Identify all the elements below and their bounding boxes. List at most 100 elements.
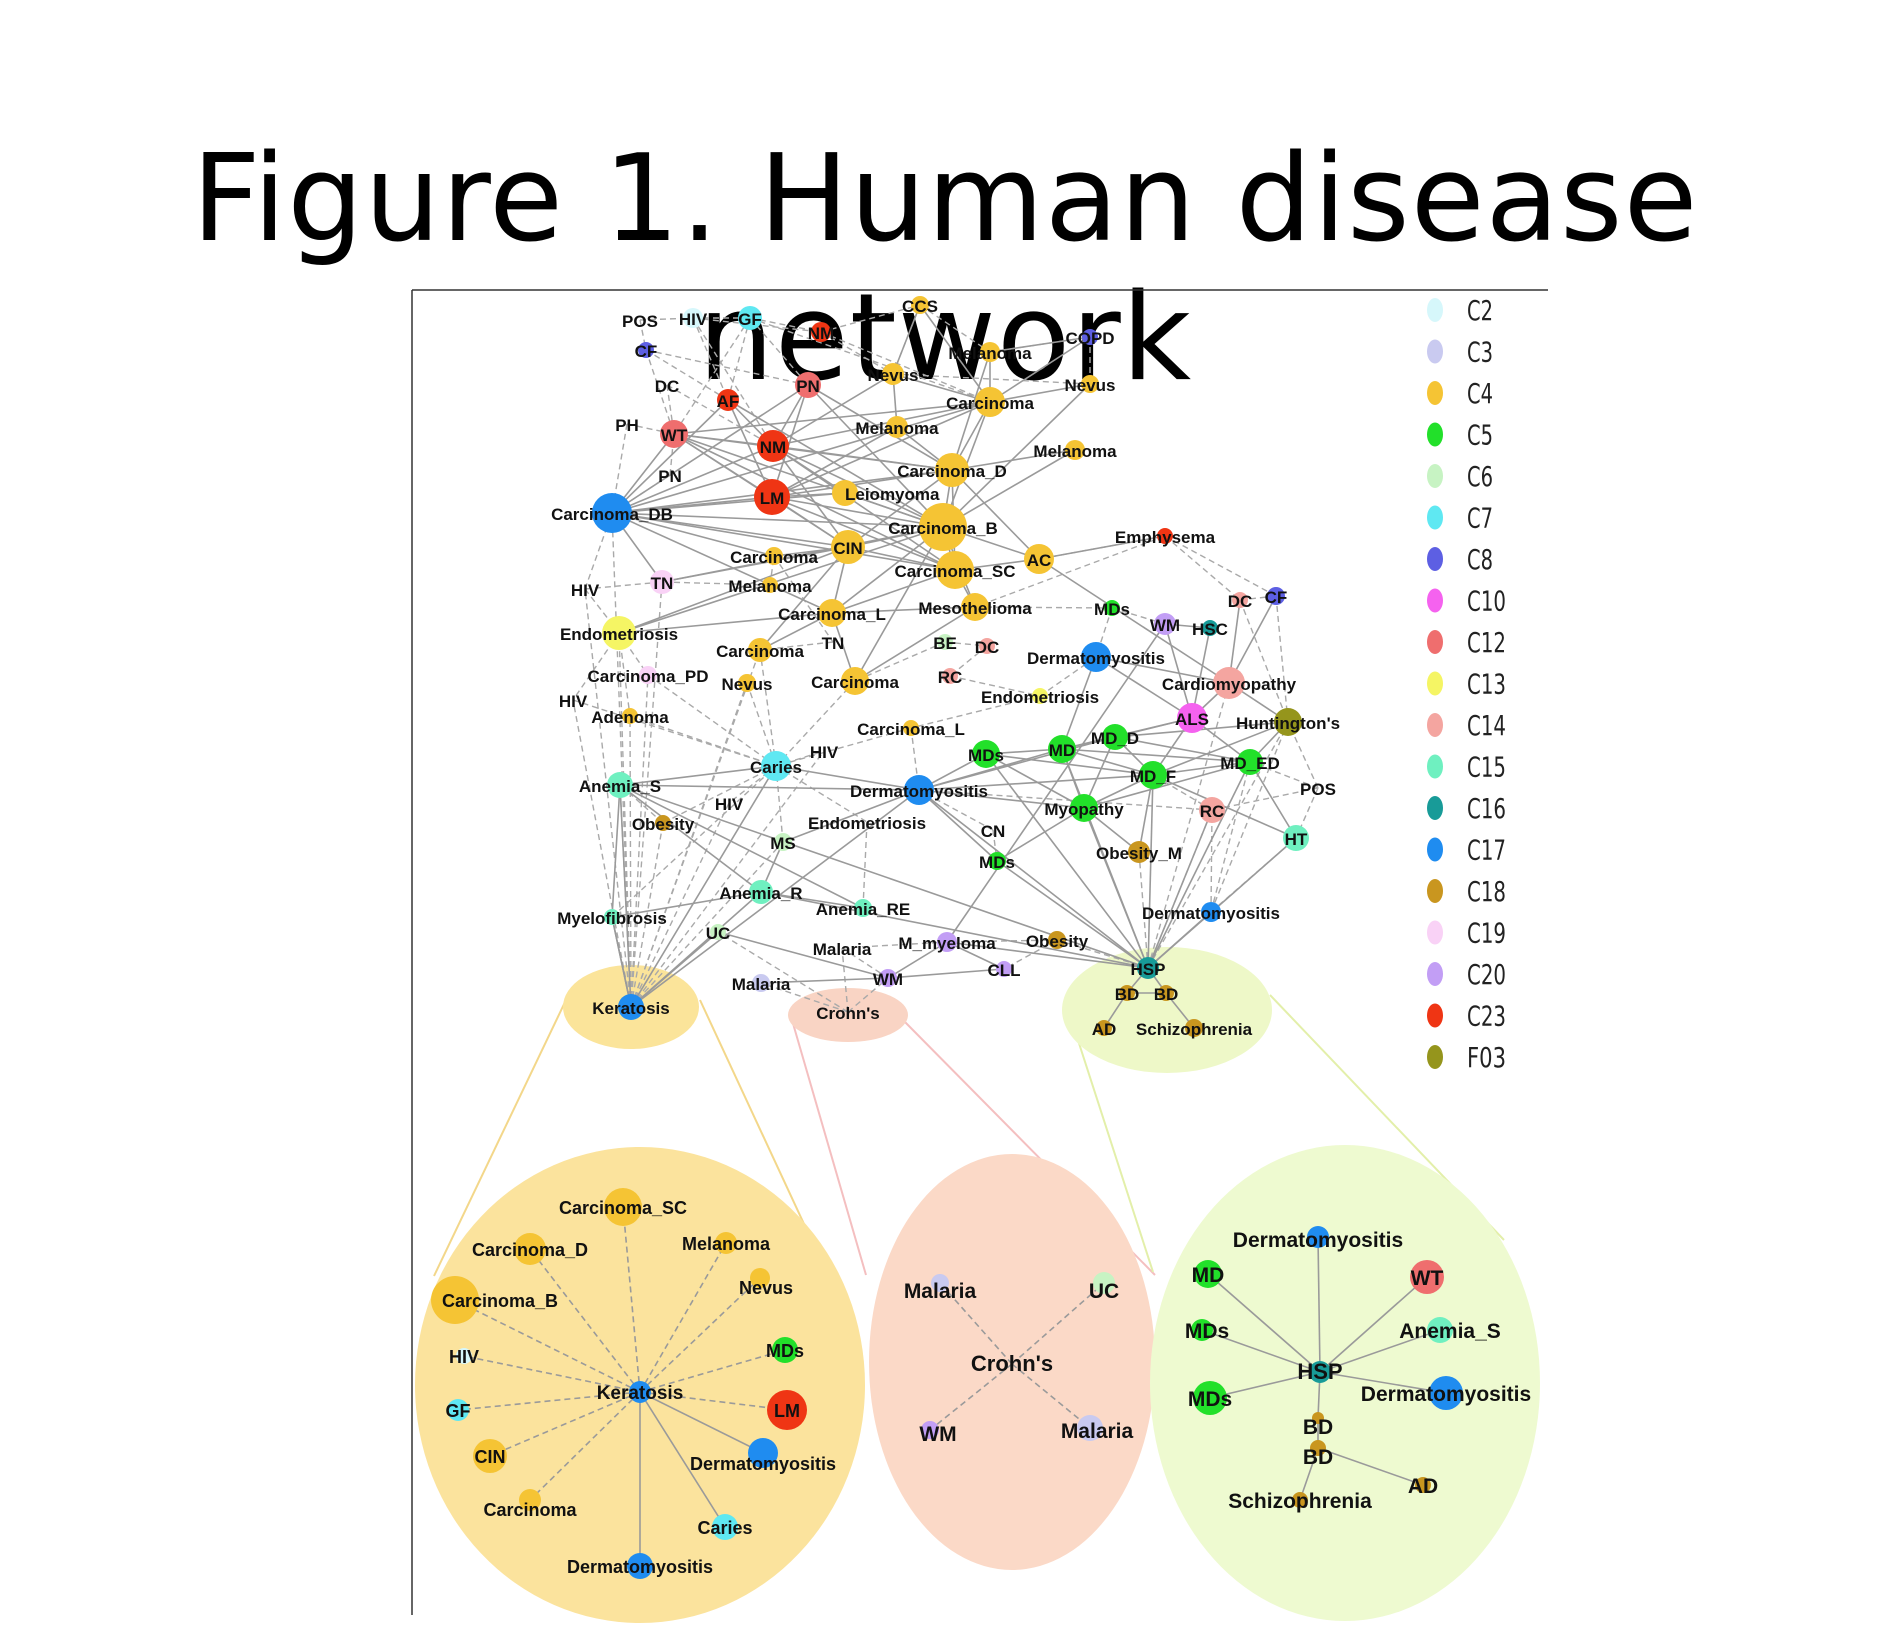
inset-node-dermatomyositis: Dermatomyositis — [1361, 1376, 1531, 1410]
legend-label: C13 — [1467, 668, 1506, 701]
inset-node-mds: MDs — [1188, 1381, 1232, 1415]
node-hsc: HSC — [1192, 620, 1228, 639]
node-crohn-s: Crohn's — [816, 1004, 880, 1023]
dashed-edge — [974, 606, 1113, 609]
node-pn: PN — [658, 467, 682, 486]
inset-node-marker — [1194, 1260, 1222, 1288]
node-label: Cardiomyopathy — [1162, 675, 1297, 694]
node-label: M_myeloma — [898, 934, 996, 953]
dashed-edge — [630, 649, 761, 1008]
solid-edge — [619, 784, 920, 791]
legend-swatch — [1427, 837, 1443, 862]
dashed-edge — [749, 317, 809, 386]
legend-item-c4: C4 — [1427, 377, 1493, 410]
node-af: AF — [717, 389, 739, 411]
dashed-edge — [919, 304, 991, 353]
node-cin: CIN — [831, 530, 865, 564]
node-marker — [1096, 1020, 1112, 1036]
node-anemia-r: Anemia_R — [719, 880, 803, 904]
node-marker — [1158, 985, 1174, 1001]
legend-label: C14 — [1467, 709, 1506, 742]
solid-edge — [611, 512, 944, 528]
node-carcinoma: Carcinoma — [716, 638, 804, 662]
dashed-edge — [820, 304, 921, 333]
node-label: Anemia_R — [719, 884, 802, 903]
node-label: Obesity_M — [1096, 844, 1182, 863]
inset-node-label: MD — [1192, 1264, 1225, 1287]
node-label: Dermatomyositis — [1027, 649, 1165, 668]
solid-edge — [942, 383, 1091, 528]
node-label: AC — [1027, 551, 1052, 570]
node-marker — [592, 493, 632, 533]
dashed-edge — [974, 535, 1166, 608]
node-label: Endometriosis — [560, 625, 678, 644]
legend-label: C4 — [1467, 377, 1493, 410]
legend-swatch — [1427, 1045, 1443, 1069]
node-label: Mesothelioma — [918, 599, 1032, 618]
node-huntington-s: Huntington's — [1236, 708, 1340, 736]
node-label: Leiomyoma — [845, 485, 940, 504]
legend-swatch — [1427, 879, 1443, 903]
node-carcinoma-l: Carcinoma_L — [857, 720, 965, 739]
node-malaria: Malaria — [732, 974, 791, 994]
node-marker — [774, 833, 792, 851]
legend-item-c7: C7 — [1427, 502, 1493, 535]
solid-edge — [1191, 627, 1211, 719]
node-marker — [1102, 724, 1128, 750]
legend-item-c18: C18 — [1427, 875, 1506, 908]
solid-edge — [1038, 535, 1166, 560]
solid-edge — [1061, 748, 1251, 763]
solid-edge — [989, 383, 1091, 403]
inset-node-label: Caries — [697, 1518, 752, 1538]
inset-node-marker — [772, 1337, 798, 1363]
node-ht: HT — [1283, 825, 1309, 851]
node-label: PH — [615, 416, 639, 435]
inset-center-keratosis: Keratosis — [597, 1381, 683, 1404]
inset-node-label: Dermatomyositis — [567, 1557, 713, 1577]
solid-edge — [611, 512, 956, 571]
node-label: Myopathy — [1044, 800, 1124, 819]
dashed-edge — [775, 750, 825, 767]
inset-node-label: Malaria — [1061, 1420, 1134, 1443]
node-label: Schizophrenia — [1136, 1020, 1253, 1039]
node-label: Carcinoma_D — [897, 462, 1007, 481]
inset-edge — [457, 1391, 641, 1411]
node-label: NM — [760, 438, 786, 457]
dashed-edge — [1164, 535, 1241, 601]
inset-center-label: HSP — [1297, 1359, 1342, 1384]
dashed-edge — [949, 675, 1041, 697]
solid-edge — [618, 526, 944, 634]
node-hiv: HIV — [810, 743, 839, 762]
node-label: MDs — [1094, 600, 1130, 619]
inset-node-marker — [1307, 1226, 1329, 1248]
node-hiv: HIV — [715, 795, 744, 814]
node-anemia-s: Anemia_S — [579, 772, 661, 798]
inset-edge — [529, 1248, 641, 1393]
inset-node-dermatomyositis: Dermatomyositis — [567, 1553, 713, 1579]
solid-edge — [892, 304, 921, 375]
node-label: Carcinoma_PD — [588, 667, 709, 686]
node-label: Caries — [750, 758, 802, 777]
node-label: HIV — [810, 743, 839, 762]
solid-edge — [618, 546, 849, 634]
dashed-edge — [1239, 599, 1289, 723]
solid-edge — [619, 765, 777, 786]
node-marker — [752, 974, 770, 992]
node-marker — [622, 708, 638, 724]
inset-node-marker — [931, 1274, 949, 1292]
node-label: AD — [1092, 1020, 1117, 1039]
solid-edge — [854, 526, 944, 682]
inset-node-marker — [447, 1399, 469, 1421]
node-marker — [988, 852, 1006, 870]
inset-node-label: BD — [1303, 1446, 1333, 1469]
node-marker — [882, 363, 904, 385]
solid-edge — [1038, 558, 1230, 684]
inset-edge — [639, 1391, 788, 1411]
legend-swatch — [1427, 754, 1443, 779]
node-marker — [1139, 761, 1167, 789]
node-label: Carcinoma — [730, 548, 818, 567]
node-ms: MS — [770, 833, 796, 853]
inset-edge — [1319, 1276, 1428, 1373]
solid-edge — [759, 546, 849, 651]
